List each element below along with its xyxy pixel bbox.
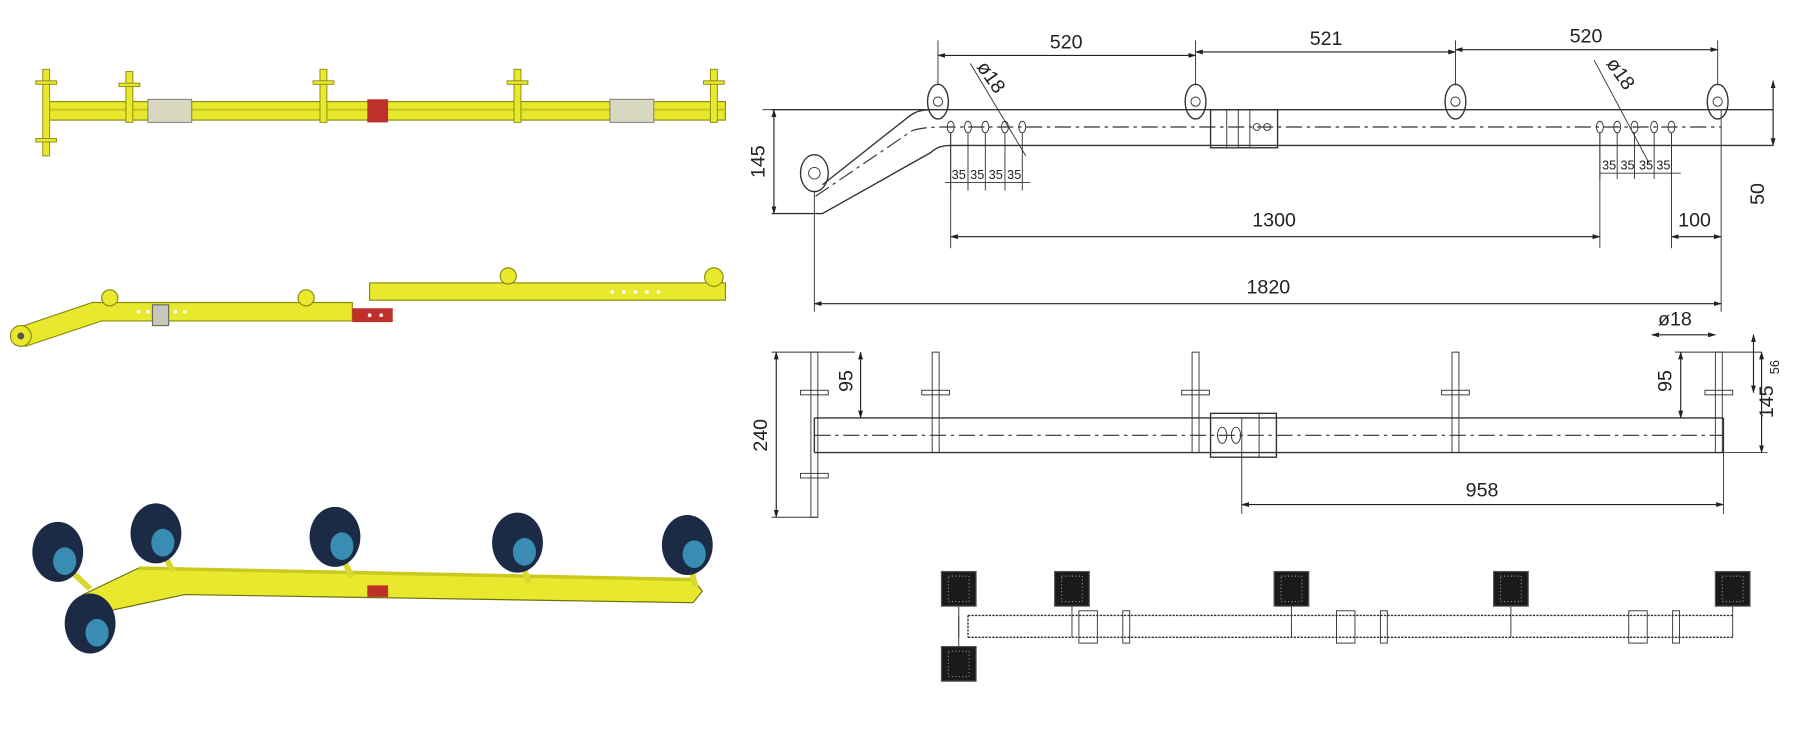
bracket [147,98,193,123]
roller-wheel [1714,570,1751,607]
lug-hole [932,96,944,107]
pitch-35-label: 35 [1639,159,1653,173]
bolt-clamp [1122,610,1131,644]
pitch-35-label: 35 [1602,159,1616,173]
pitch-35-label: 35 [970,168,984,182]
post-collar [1181,389,1210,396]
post-collar [1441,389,1470,396]
dim-56: 56 [1768,360,1782,374]
dim-1300: 1300 [1252,209,1296,231]
mounting-lug [1184,83,1207,120]
post-collar [1704,389,1734,396]
pitch-35-label: 35 [952,168,966,182]
lug-hole [1450,96,1461,107]
posts [35,68,725,157]
wheel-hub [85,618,109,647]
wheel-tread [1280,575,1303,603]
dim-95-right: 95 [1654,370,1676,392]
dim-520-right: 520 [1570,26,1603,48]
wheel-hub [682,540,706,569]
post-collar [800,389,829,396]
rear-section [369,267,726,301]
roller-post [931,351,940,454]
front-section [9,289,393,348]
dim-95-left: 95 [835,370,857,392]
bolt-clamp [1672,610,1681,644]
wheel-tread [1499,575,1522,603]
roller-post [1451,351,1460,454]
dim-100: 100 [1678,209,1711,231]
roller-post [1714,351,1723,454]
bolt-clamp [1628,610,1648,644]
wheel-tread [1721,575,1744,603]
bolt-clamp [1379,610,1388,644]
dim-145-top: 145 [1756,385,1778,418]
joint-sleeve [367,99,389,123]
bolt-clamp [1336,610,1356,644]
render-top-view [35,68,726,157]
bracket [609,98,655,123]
roller-wheel [940,570,977,607]
lug-hole [1190,96,1201,107]
wheel-hub [330,532,354,560]
wheel-hub [53,547,77,575]
joint-plate [1209,412,1278,458]
dim-240: 240 [750,419,772,452]
post-collar [921,389,950,396]
post-collar [800,472,829,479]
roller-post [1191,351,1200,454]
top-view-drawing: ø18 56 145 95 95 240 958 [750,309,1782,519]
joint-sleeve [352,308,393,323]
roller-wheel [1493,570,1529,607]
mounting-lug [1444,83,1467,120]
wheel-hub [512,538,536,566]
post-dia: ø18 [1658,309,1692,331]
mounting-lug [926,83,950,120]
pitch-35-label: 35 [1007,168,1021,182]
roller-wheel [1054,570,1090,607]
pitch-35-label: 35 [1656,159,1670,173]
wheel-tread [947,575,970,603]
mounting-lug [1706,83,1729,120]
dim-1820: 1820 [1246,276,1290,298]
pitch-35-label: 35 [989,168,1003,182]
wheel-tread [1060,575,1083,603]
hole-dia-right: ø18 [1602,54,1639,94]
wheel-hub [151,528,175,557]
hitch-eye [799,154,829,193]
roller-wheel [1273,570,1310,607]
hole-dia-left: ø18 [972,57,1009,97]
dim-50: 50 [1747,183,1769,205]
lug-hole [1712,96,1723,107]
dim-520-left: 520 [1050,31,1083,53]
render-isometric [32,503,713,654]
dim-521: 521 [1310,28,1343,50]
bolt-clamp [1078,610,1098,644]
dim-145-height: 145 [748,145,770,178]
pitch-35-label: 35 [1621,159,1635,173]
render-side-view [9,267,726,348]
wheel-tread [947,650,970,678]
joint-plate [1209,108,1279,149]
wheel-layout-drawing [940,570,1751,682]
dim-958: 958 [1466,479,1499,501]
roller-wheel [940,645,977,682]
